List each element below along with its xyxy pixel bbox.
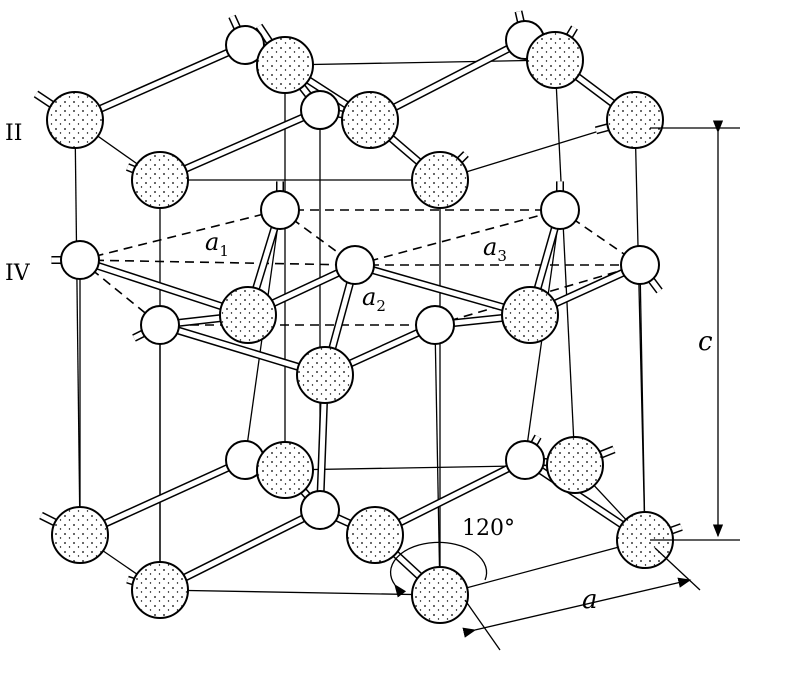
bond-fill (158, 107, 322, 183)
large-atom (256, 36, 314, 94)
layer-label-ii: II (5, 121, 22, 146)
bond (353, 261, 532, 319)
atom-stipple (133, 563, 187, 617)
atoms (46, 20, 674, 624)
bond-fill (368, 37, 527, 123)
cell-edge (74, 119, 81, 536)
large-atom (616, 511, 674, 569)
atom-stipple (221, 288, 275, 342)
bond (78, 256, 250, 319)
large-atom (606, 91, 664, 149)
large-atom (46, 91, 104, 149)
large-atom (546, 436, 604, 494)
small-atom (140, 305, 180, 345)
small-atom (620, 245, 660, 285)
cell-edge (554, 59, 576, 466)
small-atom (260, 190, 300, 230)
small-atom (300, 90, 340, 130)
small-atom (505, 440, 545, 480)
bond (78, 456, 247, 539)
cell-edge (284, 59, 556, 66)
basal-vector-line (79, 259, 356, 266)
angle-label: 120° (462, 516, 515, 541)
vector-a3-label: a3 (483, 233, 507, 265)
basal-vector-line (354, 209, 561, 266)
atom-stipple (53, 508, 107, 562)
large-atom (256, 441, 314, 499)
atom-stipple (548, 438, 602, 492)
atom-stipple (258, 38, 312, 92)
bond-fill (79, 257, 249, 318)
large-atom (346, 506, 404, 564)
layer-label-iv: IV (5, 261, 31, 286)
large-atom (526, 31, 584, 89)
small-atom (60, 240, 100, 280)
lattice-c-label: c (698, 327, 713, 357)
large-atom (51, 506, 109, 564)
atom-stipple (348, 508, 402, 562)
bond-fill (73, 42, 247, 123)
small-atom (415, 305, 455, 345)
bond (73, 41, 247, 124)
atom-stipple (528, 33, 582, 87)
small-atom (540, 190, 580, 230)
cell-edge (439, 539, 646, 596)
atom-stipple (48, 93, 102, 147)
vector-a1-label: a1 (205, 228, 229, 260)
bond (368, 36, 527, 124)
large-atom (411, 566, 469, 624)
atom-stipple (503, 288, 557, 342)
bond-fill (158, 507, 322, 593)
bond (158, 106, 322, 184)
atom-stipple (258, 443, 312, 497)
vector-a2-label: a2 (362, 283, 386, 315)
bond-fill (78, 457, 247, 538)
small-atom (335, 245, 375, 285)
large-atom (131, 561, 189, 619)
atom-stipple (133, 153, 187, 207)
atom-stipple (298, 348, 352, 402)
large-atom (296, 346, 354, 404)
basal-vector-line (79, 209, 281, 261)
atom-stipple (618, 513, 672, 567)
bond (158, 506, 322, 594)
cell-edge (434, 324, 441, 596)
bond-fill (354, 262, 531, 318)
large-atom (131, 151, 189, 209)
large-atom (411, 151, 469, 209)
large-atom (501, 286, 559, 344)
cell-edge (159, 589, 441, 596)
large-atom (341, 91, 399, 149)
lattice-a-label: a (582, 585, 598, 615)
atom-stipple (413, 153, 467, 207)
dimension-lines (389, 120, 740, 651)
small-atom (300, 490, 340, 530)
large-atom (219, 286, 277, 344)
cell-edge (639, 264, 646, 541)
atom-stipple (343, 93, 397, 147)
atom-stipple (608, 93, 662, 147)
atom-stipple (413, 568, 467, 622)
